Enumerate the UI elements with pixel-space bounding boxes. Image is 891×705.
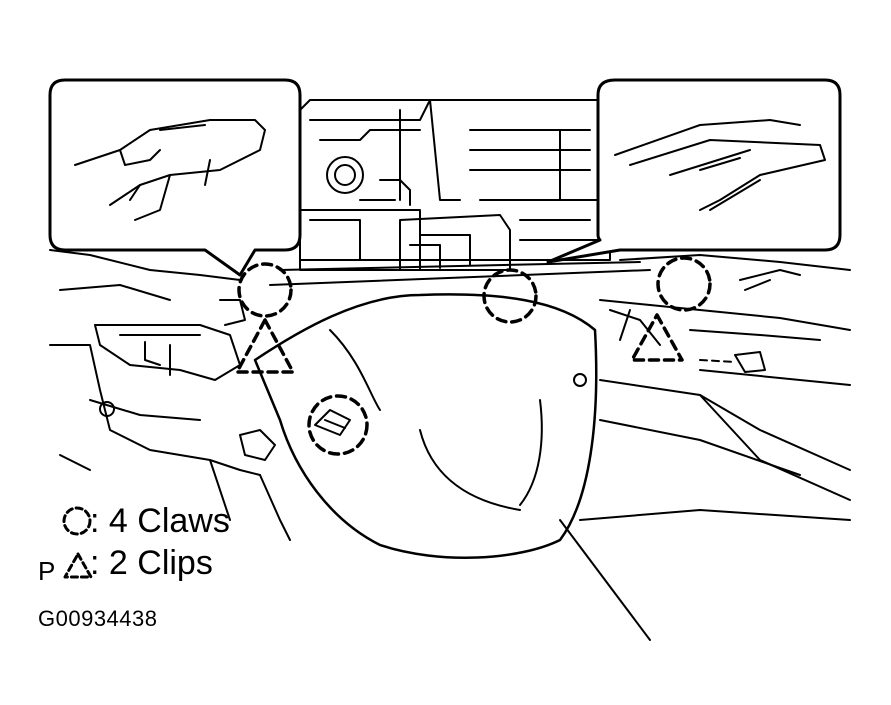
claw-marker: [307, 394, 369, 456]
figure-id: G00934438: [38, 606, 158, 631]
claw-marker: [482, 268, 538, 324]
legend-claws-label: : 4 Claws: [90, 502, 230, 540]
claw-markers: [237, 256, 712, 456]
legend-clips-label: : 2 Clips: [90, 544, 213, 582]
circle-dashed-icon: [62, 506, 92, 536]
callout-left: [48, 78, 302, 277]
legend-clips-prefix: P: [38, 556, 56, 586]
claw-marker: [237, 262, 293, 318]
clip-markers: [235, 313, 684, 374]
dashboard-structure: [269, 99, 651, 286]
lower-panel: [253, 293, 598, 559]
clip-marker: [235, 318, 295, 374]
claw-marker: [656, 256, 712, 312]
right-side-structure: [559, 254, 851, 641]
callout-right: [546, 78, 842, 264]
clip-marker: [630, 313, 684, 362]
triangle-dashed-icon: [63, 552, 93, 579]
lower-left-bracket: [49, 249, 291, 541]
